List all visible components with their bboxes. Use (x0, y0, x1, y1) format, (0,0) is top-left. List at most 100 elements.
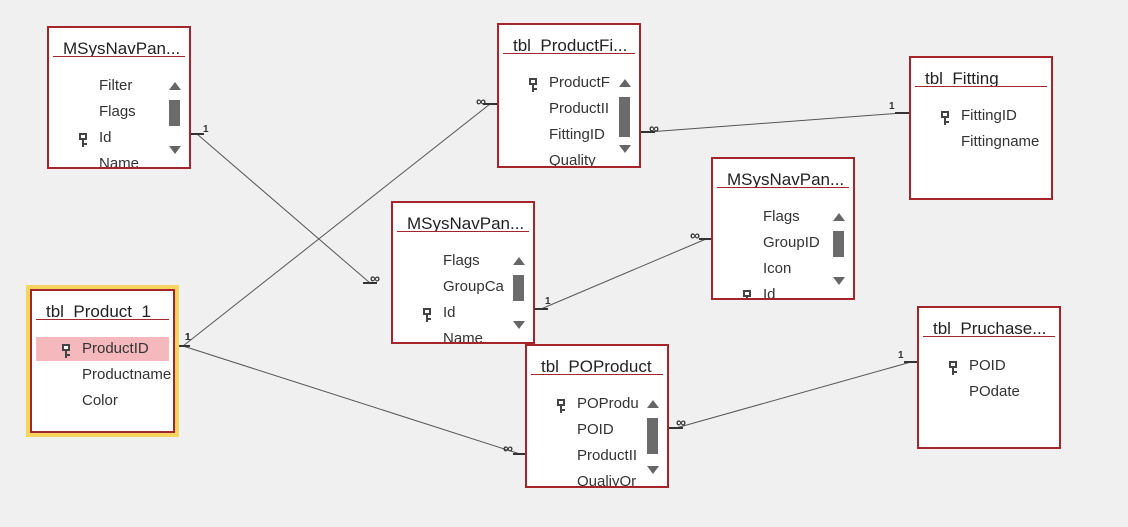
scroll-thumb[interactable] (169, 100, 180, 126)
table-title[interactable]: MSysNavPan... (407, 214, 525, 231)
title-separator (36, 319, 169, 320)
primary-key-icon (528, 76, 538, 92)
field-row[interactable]: Flags (397, 249, 501, 273)
field-row[interactable]: ProductII (503, 97, 609, 121)
field-row[interactable]: POID (923, 354, 1055, 378)
field-row[interactable]: ProductF (503, 71, 610, 95)
field-name: Color (82, 392, 118, 409)
field-row[interactable]: POProdu (531, 392, 639, 416)
field-row[interactable]: FittingID (915, 104, 1047, 128)
scroll-down-arrow-icon[interactable] (833, 277, 845, 285)
field-row[interactable]: Name (53, 152, 157, 167)
primary-key-icon (742, 288, 752, 298)
scroll-down-arrow-icon[interactable] (169, 146, 181, 154)
table-title[interactable]: tbl_Fitting (925, 69, 999, 86)
field-row[interactable]: FittingID (503, 123, 607, 147)
relationship-line[interactable] (196, 133, 371, 284)
table-title[interactable]: MSysNavPan... (727, 170, 845, 187)
relationship-line[interactable] (540, 238, 707, 310)
primary-key-icon (78, 131, 88, 147)
field-row[interactable]: Flags (53, 100, 157, 124)
field-name: Icon (763, 260, 792, 277)
field-row[interactable]: Filter (53, 74, 157, 98)
table-title[interactable]: tbl_Product_1 (46, 302, 151, 319)
field-row[interactable]: Name (397, 327, 501, 342)
vertical-scrollbar[interactable] (645, 398, 661, 476)
title-separator (53, 56, 185, 57)
field-row[interactable]: Fittingname (915, 130, 1047, 154)
primary-key-icon (940, 109, 950, 125)
field-name: GroupID (763, 234, 820, 251)
field-row[interactable]: QualiyOr (531, 470, 636, 486)
scroll-up-arrow-icon[interactable] (647, 400, 659, 408)
table-title[interactable]: tbl_ProductFi... (513, 36, 628, 53)
scroll-up-arrow-icon[interactable] (619, 79, 631, 87)
field-row[interactable]: GroupCa (397, 275, 504, 299)
field-row[interactable]: POID (531, 418, 635, 442)
primary-key-icon (556, 397, 566, 413)
field-row[interactable]: Id (717, 283, 821, 298)
cardinality-one-label: 1 (898, 350, 904, 361)
field-list[interactable]: FittingID Fittingname (911, 102, 1051, 198)
vertical-scrollbar[interactable] (617, 77, 633, 155)
relationship-line[interactable] (647, 112, 903, 133)
field-row[interactable]: Color (36, 389, 169, 413)
field-name: Name (443, 330, 484, 342)
field-row[interactable]: Id (397, 301, 501, 325)
field-name: FittingID (961, 107, 1017, 124)
scroll-thumb[interactable] (833, 231, 844, 257)
vertical-scrollbar[interactable] (831, 211, 847, 287)
scroll-thumb[interactable] (619, 97, 630, 137)
scroll-thumb[interactable] (647, 418, 658, 454)
table-title[interactable]: tbl_Pruchase... (933, 319, 1047, 336)
title-separator (531, 374, 663, 375)
table-title[interactable]: MSysNavPan... (63, 39, 181, 56)
scroll-down-arrow-icon[interactable] (513, 321, 525, 329)
field-row[interactable]: Icon (717, 257, 821, 281)
field-row[interactable]: Productname (36, 363, 172, 387)
table-title[interactable]: tbl_POProduct (541, 357, 652, 374)
scroll-up-arrow-icon[interactable] (169, 82, 181, 90)
field-name: Flags (763, 208, 800, 225)
field-name: Id (99, 129, 112, 146)
field-row[interactable]: Quality (503, 149, 607, 166)
field-row[interactable]: ProductII (531, 444, 637, 468)
relationship-line[interactable] (182, 345, 521, 455)
cardinality-many-label: ∞ (649, 120, 659, 136)
cardinality-many-label: ∞ (503, 440, 513, 456)
vertical-scrollbar[interactable] (167, 80, 183, 156)
field-row[interactable]: POdate (923, 380, 1055, 404)
vertical-scrollbar[interactable] (511, 255, 527, 331)
field-row[interactable]: Id (53, 126, 157, 150)
title-separator (503, 53, 635, 54)
scroll-down-arrow-icon[interactable] (619, 145, 631, 153)
relationship-line[interactable] (675, 361, 912, 429)
scroll-thumb[interactable] (513, 275, 524, 301)
scroll-up-arrow-icon[interactable] (513, 257, 525, 265)
field-name: Productname (82, 366, 172, 383)
scroll-down-arrow-icon[interactable] (647, 466, 659, 474)
cardinality-one-label: 1 (889, 101, 895, 112)
title-separator (717, 187, 849, 188)
field-row[interactable]: GroupID (717, 231, 821, 255)
scroll-up-arrow-icon[interactable] (833, 213, 845, 221)
field-name: GroupCa (443, 278, 504, 295)
field-row[interactable]: Flags (717, 205, 821, 229)
field-row[interactable]: ProductID (36, 337, 169, 361)
